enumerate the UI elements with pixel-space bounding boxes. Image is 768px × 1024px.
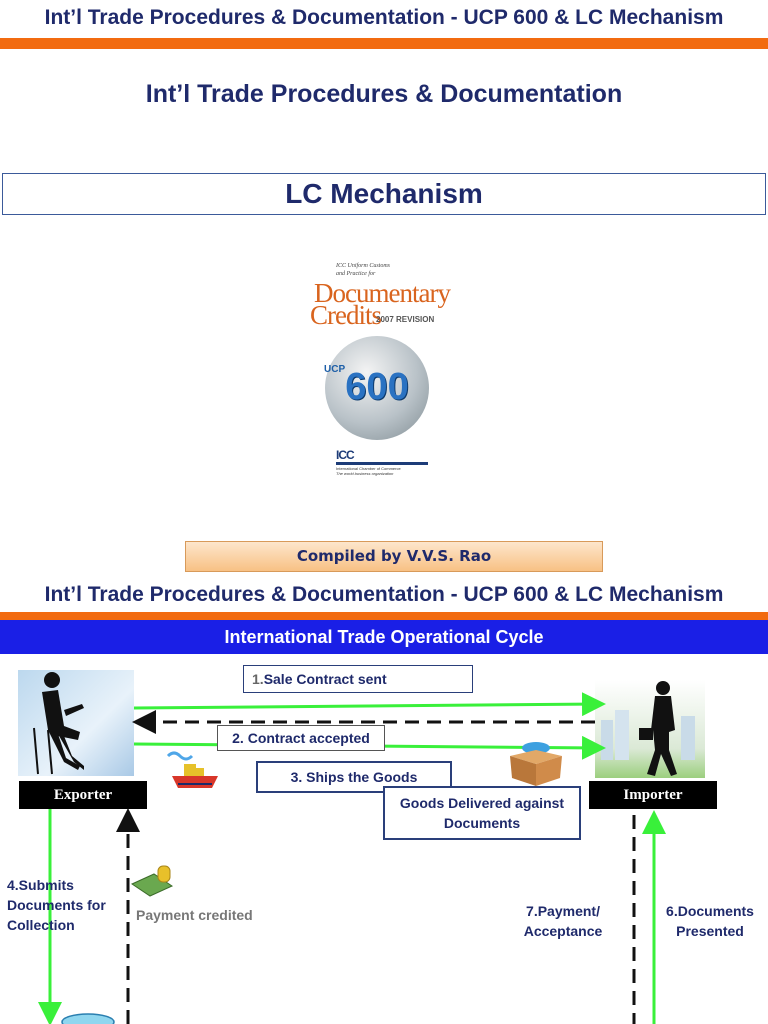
slide1-header: Int’l Trade Procedures & Documentation -… xyxy=(44,6,724,29)
exporter-image xyxy=(18,670,134,776)
icc-line1: International Chamber of Commerce xyxy=(336,466,401,471)
cover-title-documentary: Documentary xyxy=(314,278,451,308)
step1-text: Sale Contract sent xyxy=(263,671,387,687)
package-icon xyxy=(510,742,562,786)
slide1-subtitle: Int’l Trade Procedures & Documentation xyxy=(145,80,623,108)
ship-icon xyxy=(166,751,218,788)
cover-title-credits: Credits xyxy=(310,300,382,330)
globe-icon xyxy=(325,336,429,440)
importer-label: Importer xyxy=(589,781,717,809)
importer-image xyxy=(595,680,705,778)
slide1-orange-bar xyxy=(0,38,768,49)
icc-logo: ICC xyxy=(336,448,355,462)
step1-sale-contract-box: 1. Sale Contract sent xyxy=(243,665,473,693)
step2-contract-accepted-box: 2. Contract accepted xyxy=(217,725,385,751)
slide2-header: Int’l Trade Procedures & Documentation -… xyxy=(44,583,724,606)
cover-small-line2: and Practice for xyxy=(336,271,376,277)
slide2-orange-bar xyxy=(0,612,768,620)
compiled-by-banner: Compiled by V.V.S. Rao xyxy=(185,541,603,572)
businesswoman-silhouette-icon xyxy=(33,672,84,775)
step6-documents-presented: 6.Documents Presented xyxy=(666,903,754,939)
lc-mechanism-title: LC Mechanism xyxy=(2,173,766,215)
icc-divider xyxy=(336,462,428,465)
step4-submits-documents: 4.Submits Documents for Collection xyxy=(7,877,106,933)
cover-globe-prefix: UCP xyxy=(324,364,346,375)
cover-globe-number: 600 xyxy=(345,366,409,408)
ucp600-book-cover: ICC Uniform Customs and Practice for Doc… xyxy=(302,238,464,486)
step7-payment-acceptance: 7.Payment/ Acceptance xyxy=(523,903,603,939)
businessman-silhouette-icon xyxy=(601,681,695,776)
goods-delivered-box: Goods Delivered against Documents xyxy=(383,786,581,840)
step1-number: 1. xyxy=(252,671,264,687)
icc-line2: The world business organization xyxy=(336,471,394,476)
exporter-label: Exporter xyxy=(19,781,147,809)
bank-icon xyxy=(61,1013,115,1024)
operational-cycle-banner: International Trade Operational Cycle xyxy=(0,620,768,654)
payment-credited-text: Payment credited xyxy=(136,907,253,923)
cover-revision: 2007 REVISION xyxy=(376,315,435,324)
cover-small-line1: ICC Uniform Customs xyxy=(336,263,391,269)
arrow-sale-contract xyxy=(133,692,606,717)
money-icon xyxy=(130,865,174,897)
